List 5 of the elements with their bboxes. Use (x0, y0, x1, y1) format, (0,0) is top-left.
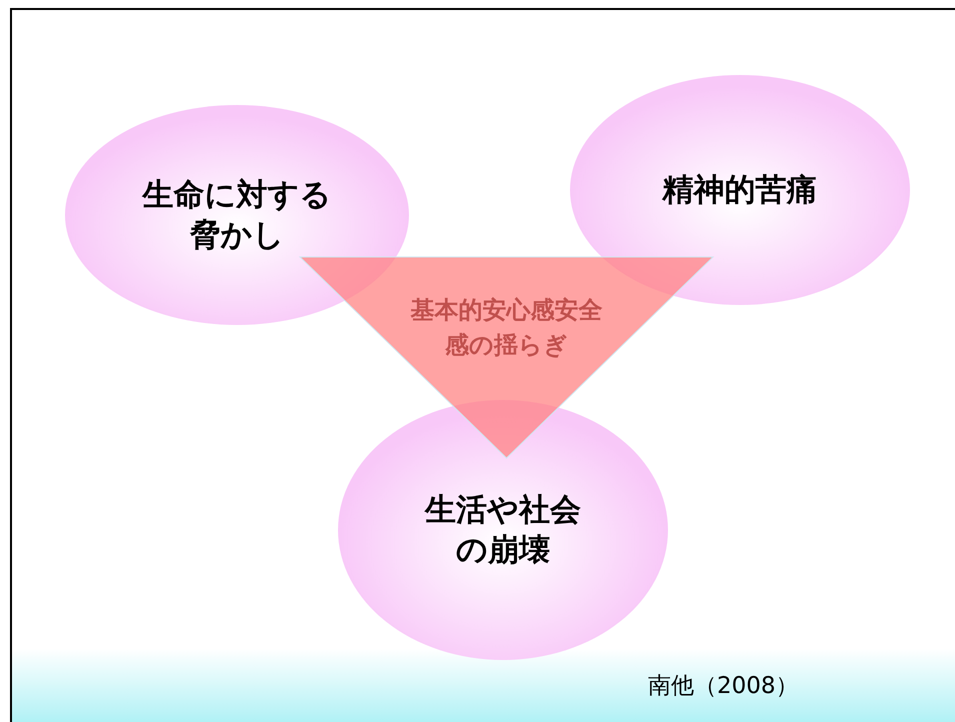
node-label: 精神的苦痛 (661, 170, 818, 210)
node-label: 生活や社会の崩壊 (423, 490, 582, 570)
node-label: 基本的安心感安全感の揺らぎ (410, 294, 602, 360)
node-label: 生命に対する脅かし (140, 176, 332, 255)
citation: 南他（2008） (648, 672, 799, 701)
